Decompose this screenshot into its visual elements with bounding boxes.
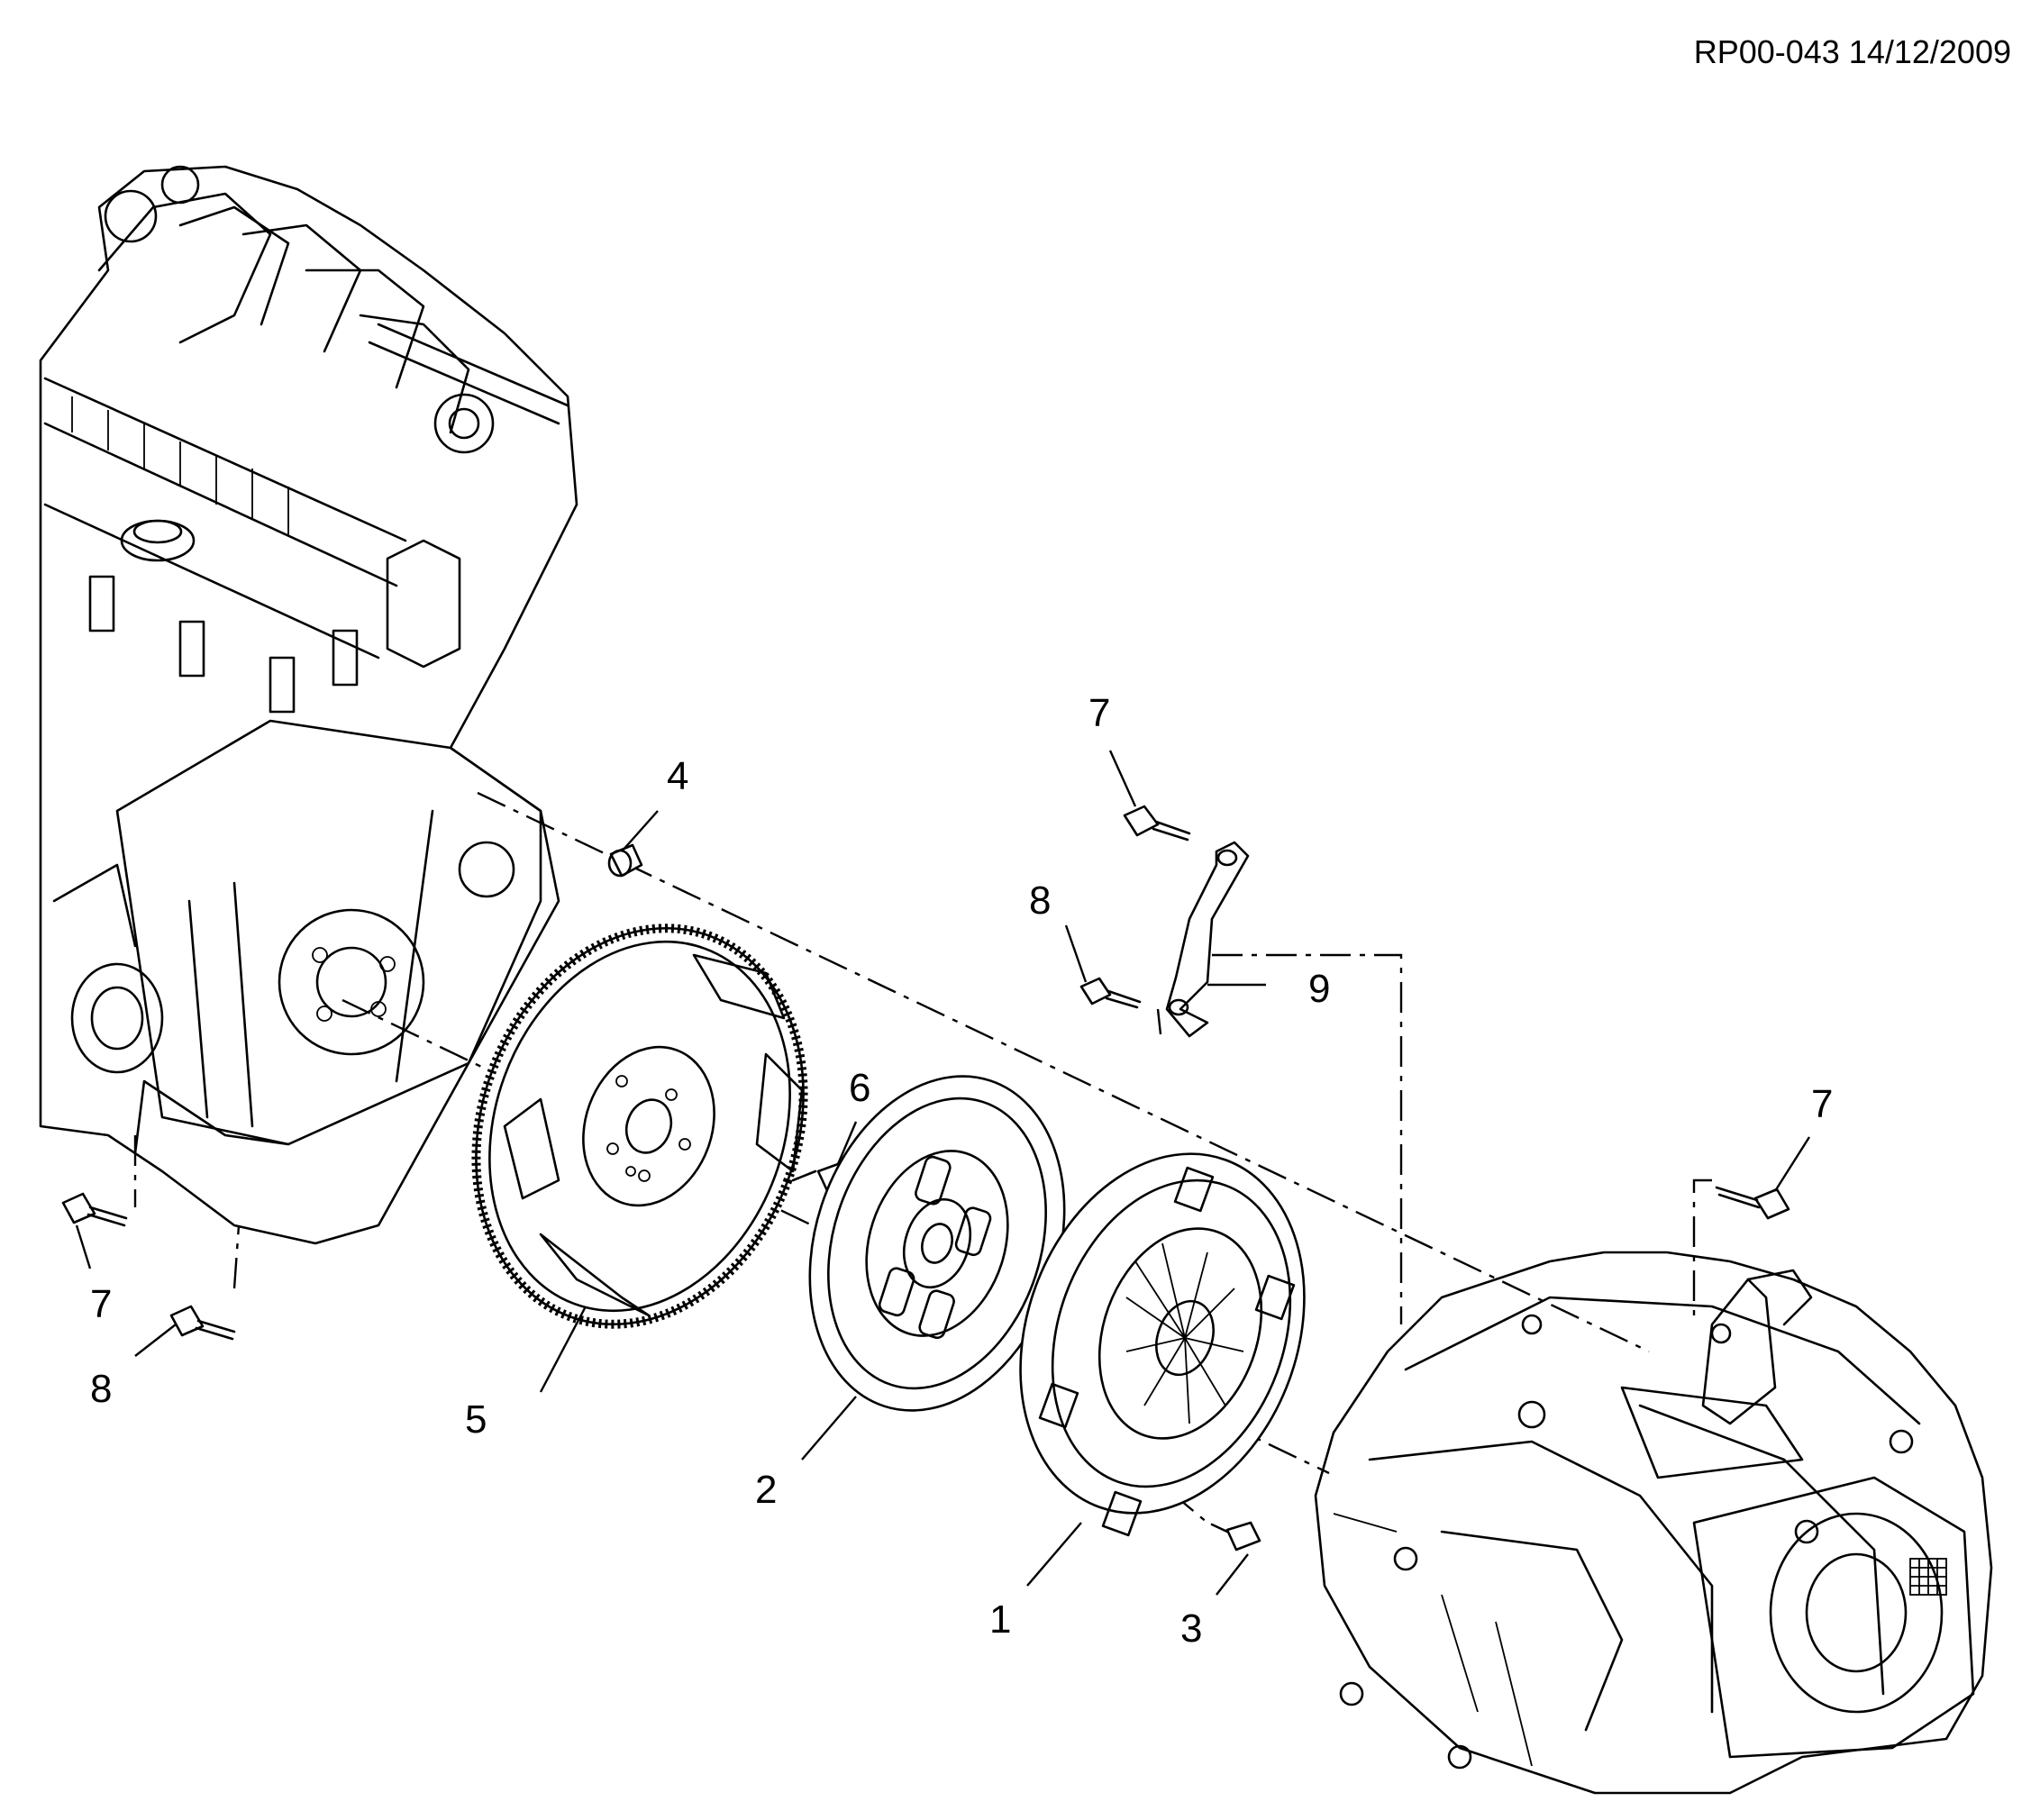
pressure-plate bbox=[1019, 1152, 1306, 1537]
callout-2: 2 bbox=[755, 1468, 777, 1512]
dowel-pin bbox=[607, 843, 643, 878]
callout-1: 1 bbox=[989, 1597, 1011, 1642]
callout-5: 5 bbox=[465, 1397, 487, 1442]
callout-3: 3 bbox=[1180, 1606, 1202, 1651]
pressure-plate-bolt bbox=[1210, 1521, 1261, 1552]
callout-4: 4 bbox=[667, 754, 688, 798]
leader-lines bbox=[75, 750, 1811, 1596]
bracket bbox=[1165, 841, 1250, 1038]
bolt-7-left bbox=[61, 1192, 128, 1227]
callout-8-left: 8 bbox=[90, 1367, 112, 1411]
bolt-7-right bbox=[1715, 1186, 1790, 1220]
callout-labels: 4 7 8 9 6 7 7 8 5 2 1 3 bbox=[90, 691, 1833, 1651]
callout-7-upper: 7 bbox=[1088, 691, 1110, 735]
callout-8-upper: 8 bbox=[1029, 878, 1051, 923]
callout-9: 9 bbox=[1308, 967, 1330, 1011]
callout-7-right: 7 bbox=[1811, 1082, 1833, 1126]
engine-block bbox=[39, 165, 578, 1245]
flywheel bbox=[471, 924, 808, 1329]
clutch-disc bbox=[808, 1075, 1066, 1412]
bolt-7-upper bbox=[1123, 805, 1191, 842]
bolt-8-left bbox=[169, 1305, 236, 1341]
bolt-8-upper bbox=[1079, 977, 1142, 1009]
callout-6: 6 bbox=[849, 1066, 870, 1110]
transaxle bbox=[1314, 1251, 1993, 1795]
drawing-reference: RP00-043 14/12/2009 bbox=[1694, 33, 2011, 70]
callout-7-left: 7 bbox=[90, 1282, 112, 1326]
